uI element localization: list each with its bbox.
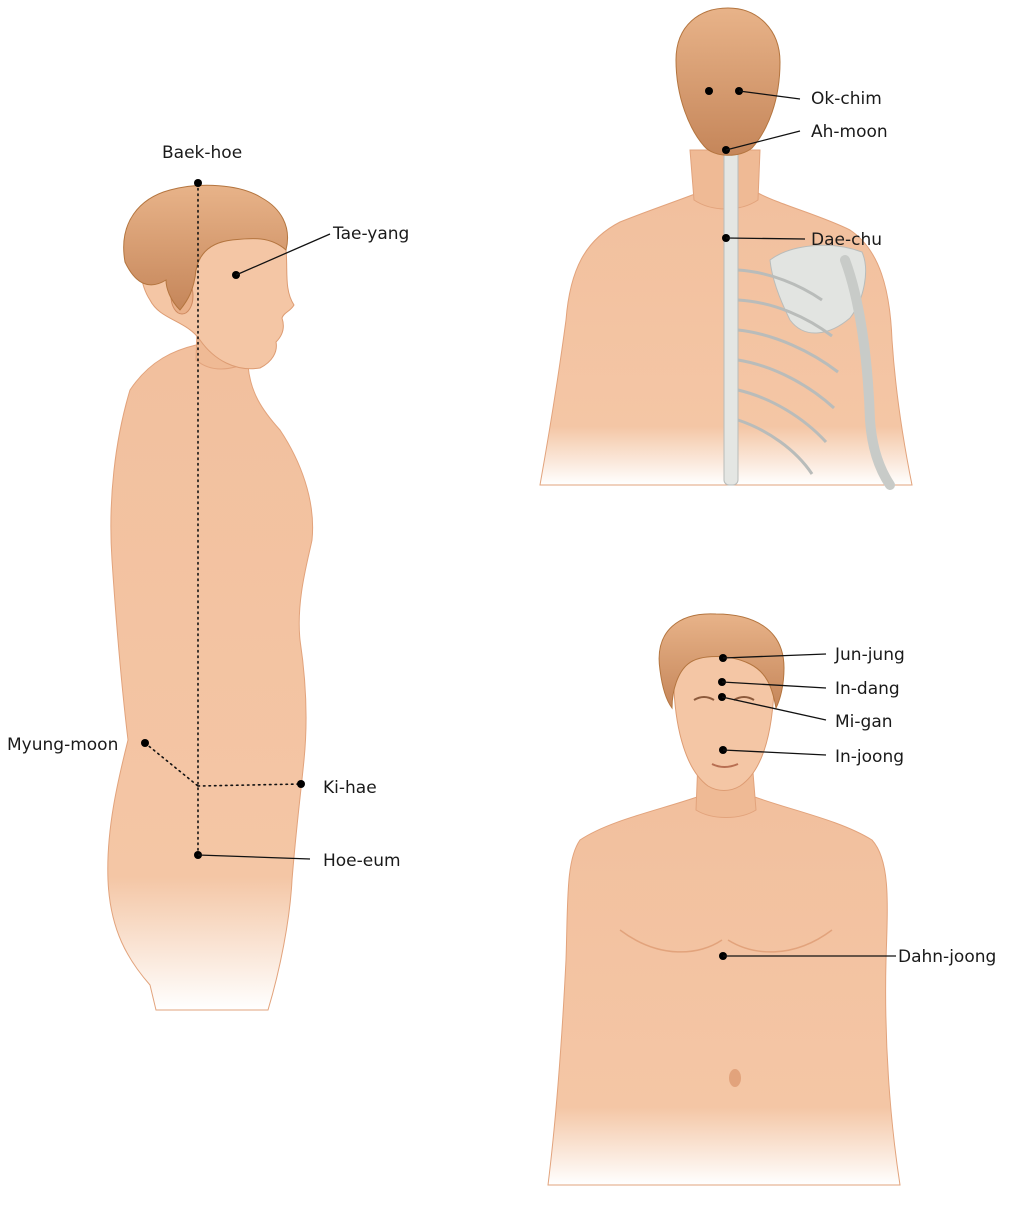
tae-yang-label: Tae-yang — [332, 224, 409, 244]
dae-chu-label: Dae-chu — [811, 230, 882, 250]
baek-hoe-point — [194, 179, 202, 187]
front-torso-illustration — [548, 796, 900, 1185]
ah-moon-label: Ah-moon — [811, 122, 888, 142]
jun-jung-label: Jun-jung — [834, 645, 905, 665]
myung-moon-label: Myung-moon — [7, 735, 118, 755]
side-view-figure — [108, 185, 313, 1010]
myung-moon-point — [141, 739, 149, 747]
baek-hoe-label: Baek-hoe — [162, 143, 242, 163]
ki-hae-label: Ki-hae — [323, 778, 377, 798]
mi-gan-label: Mi-gan — [835, 712, 893, 732]
hoe-eum-label: Hoe-eum — [323, 851, 401, 871]
ok-chim-label: Ok-chim — [811, 89, 882, 109]
ok-chim-point-left — [705, 87, 713, 95]
ki-hae-point — [297, 780, 305, 788]
back-head-illustration — [676, 8, 780, 155]
in-joong-label: In-joong — [835, 747, 904, 767]
in-dang-label: In-dang — [835, 679, 900, 699]
dahn-joong-label: Dahn-joong — [898, 947, 996, 967]
side-body-illustration — [108, 345, 313, 1010]
